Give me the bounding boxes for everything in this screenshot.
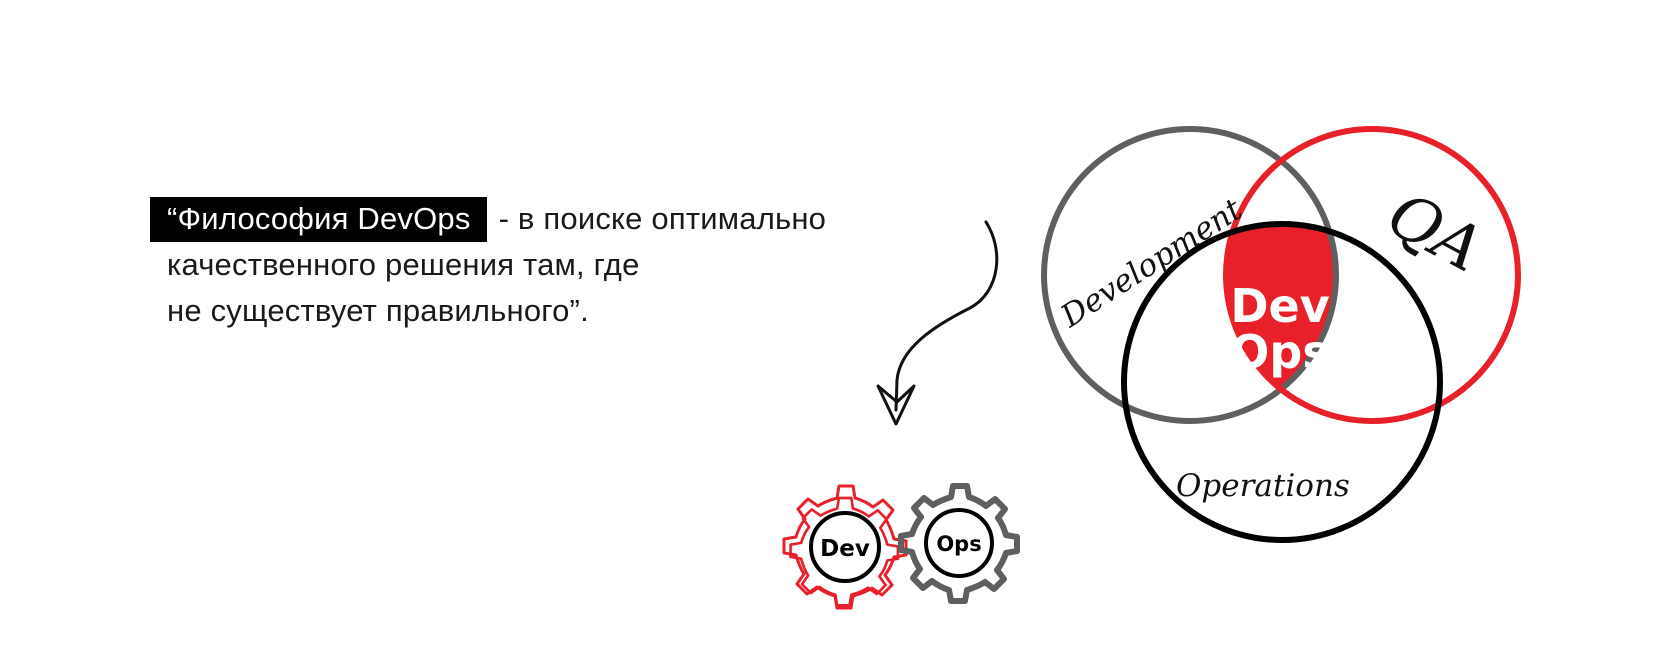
dev-gear-label: Dev xyxy=(820,536,870,562)
development-circle xyxy=(1041,126,1339,424)
quote-line-1: “Философия DevOps - в поиске оптимально xyxy=(150,196,970,242)
curved-arrow-icon xyxy=(876,220,999,426)
quote-line-3: не существует правильного”. xyxy=(167,293,589,328)
development-label: Development xyxy=(1054,191,1249,335)
devops-center-label-ops: Ops xyxy=(1230,325,1329,379)
devops-quote: “Философия DevOps - в поиске оптимально к… xyxy=(150,196,970,334)
quote-line-1-rest: - в поиске оптимально xyxy=(498,201,827,236)
quote-highlight: “Философия DevOps xyxy=(150,197,487,242)
ops-gear-icon: Ops xyxy=(898,483,1020,604)
venn-diagram: Development QA Operations Dev Ops xyxy=(1041,126,1521,543)
quote-line-2: качественного решения там, где xyxy=(167,247,640,282)
ops-gear-label: Ops xyxy=(936,532,981,556)
operations-circle xyxy=(1121,221,1443,543)
qa-circle xyxy=(1223,126,1521,424)
devops-center-label-dev: Dev xyxy=(1230,279,1329,333)
dev-gear-icon: Dev xyxy=(782,484,908,610)
operations-label: Operations xyxy=(1176,468,1350,504)
devops-intersection xyxy=(1226,224,1336,421)
